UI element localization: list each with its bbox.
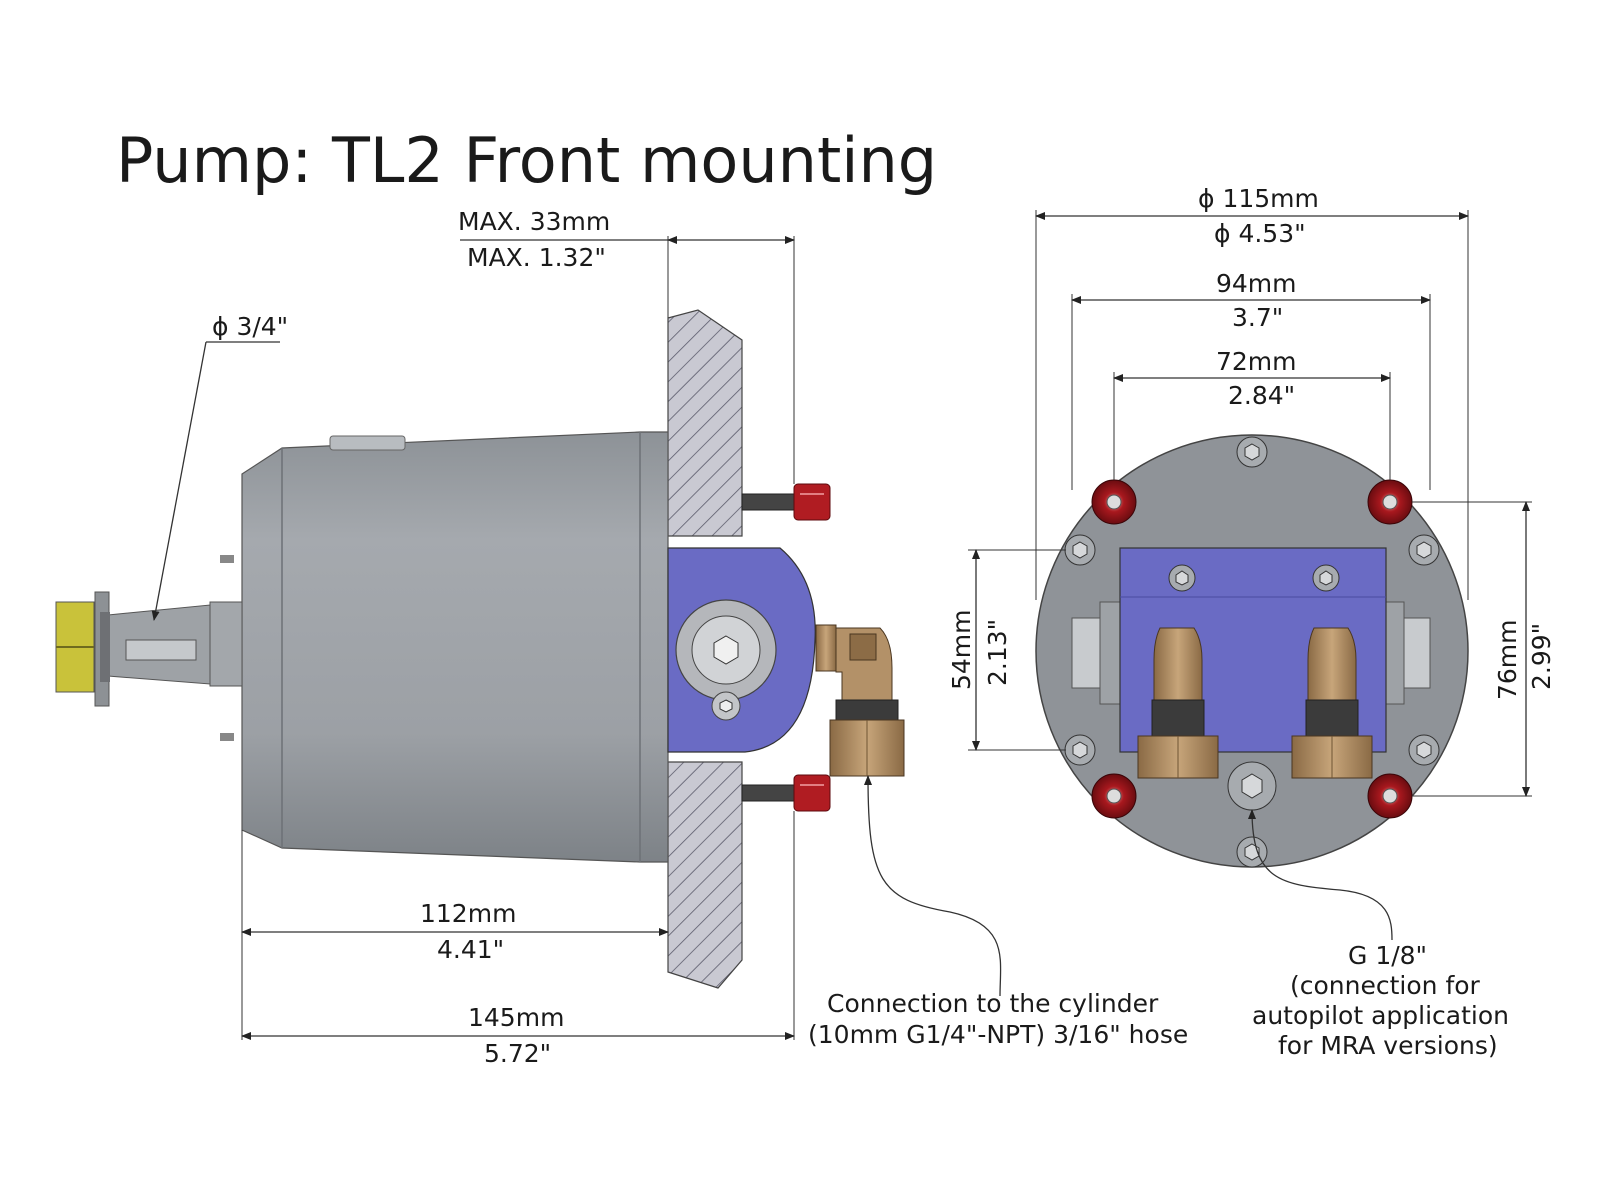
outer-diameter-in-label: ϕ 4.53"	[1214, 219, 1306, 248]
cylinder-note-line1: Connection to the cylinder	[827, 989, 1159, 1018]
cylinder-fitting	[815, 624, 905, 777]
mounting-panel-lower	[667, 761, 743, 989]
outer-diameter-mm-label: ϕ 115mm	[1198, 184, 1319, 213]
steering-shaft	[55, 591, 243, 707]
inner-height-mm-label: 54mm	[947, 609, 976, 690]
max-depth-mm-label: MAX. 33mm	[458, 207, 610, 236]
body-length-mm-label: 112mm	[420, 899, 516, 928]
stud-bottom	[741, 774, 831, 812]
bolt-circle-in-label: 3.7"	[1232, 303, 1283, 332]
body-length-in-label: 4.41"	[437, 935, 504, 964]
total-length-in-label: 5.72"	[484, 1039, 551, 1068]
pump-body	[220, 431, 669, 863]
cylinder-note-line2: (10mm G1/4"-NPT) 3/16" hose	[808, 1020, 1188, 1049]
outer-height-mm-label: 76mm	[1493, 619, 1522, 700]
bolt-spacing-mm-label: 72mm	[1216, 347, 1297, 376]
bolt-circle-mm-label: 94mm	[1216, 269, 1297, 298]
port-note-line3: autopilot application	[1252, 1001, 1509, 1030]
small-bolts	[1064, 436, 1440, 868]
bracket	[667, 547, 816, 753]
front-view: ϕ 115mm ϕ 4.53" 94mm 3.7" 72mm 2.84" 54m…	[947, 184, 1556, 1060]
bolt-spacing-in-label: 2.84"	[1228, 381, 1295, 410]
port-note-line2: (connection for	[1290, 971, 1481, 1000]
total-length-mm-label: 145mm	[468, 1003, 564, 1032]
outer-height-in-label: 2.99"	[1527, 623, 1556, 690]
stud-top	[741, 483, 831, 521]
max-depth-in-label: MAX. 1.32"	[467, 243, 606, 272]
inner-height-in-label: 2.13"	[983, 619, 1012, 686]
side-view: ϕ 3/4" MAX. 33mm MAX. 1.32" 112mm 4.41" …	[55, 207, 1188, 1068]
shaft-diameter-label: ϕ 3/4"	[212, 312, 288, 341]
brass-port-fittings	[1137, 627, 1373, 779]
port-note-line1: G 1/8"	[1348, 941, 1427, 970]
page-title: Pump: TL2 Front mounting	[116, 124, 937, 197]
red-mounting-nuts	[1091, 479, 1413, 819]
mounting-panel-upper	[667, 309, 743, 537]
port-note-line4: for MRA versions)	[1278, 1031, 1498, 1060]
